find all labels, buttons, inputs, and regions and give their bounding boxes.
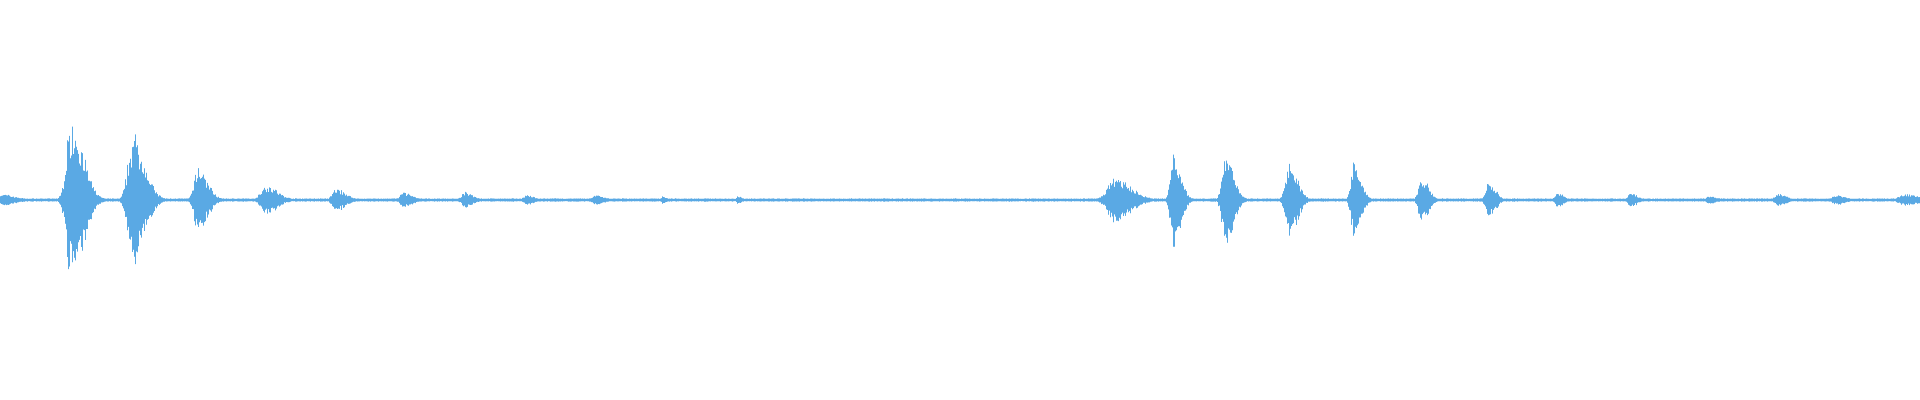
waveform-path	[0, 126, 1920, 270]
waveform-samples	[0, 126, 1920, 270]
